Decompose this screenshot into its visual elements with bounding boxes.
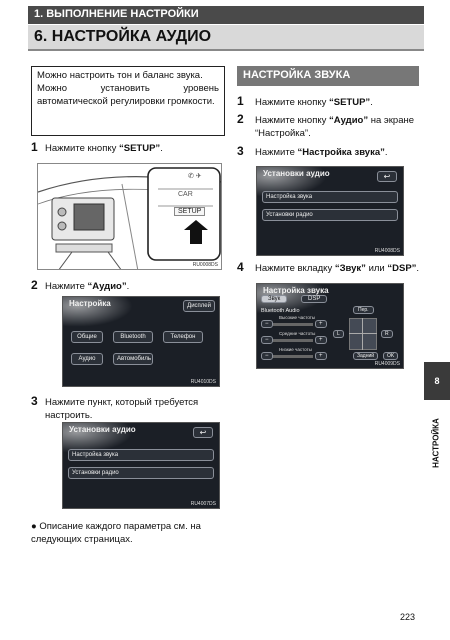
mid-minus-button[interactable]: − (261, 336, 273, 344)
audio-settings-screen-left: Установки аудио ↩ Настройка звука Устано… (62, 422, 220, 509)
ok-button[interactable]: OK (383, 352, 399, 360)
left-button[interactable]: L (333, 330, 344, 338)
balance-fader-pad[interactable] (349, 318, 377, 350)
step-1-right: 1 Нажмите кнопку “SETUP”. (237, 94, 422, 110)
bass-label: Низкие частоты (279, 347, 312, 352)
bass-plus-button[interactable]: + (315, 352, 327, 360)
bass-slider[interactable] (273, 355, 313, 358)
bullet-note: ● Описание каждого параметра см. на след… (31, 520, 227, 546)
back-icon[interactable]: ↩ (377, 171, 397, 182)
step-4-right: 4 Нажмите вкладку “Звук” или “DSP”. (237, 260, 425, 276)
note-text-2: Можно установить уровень автоматической … (37, 83, 219, 107)
step-text-line-2: настроить. (45, 410, 93, 421)
sound-settings-button[interactable]: Настройка звука (68, 449, 214, 461)
treble-label: Высокие частоты (279, 315, 316, 320)
step-2-right: 2 Нажмите кнопку “Аудио” на экране “Наст… (237, 112, 422, 142)
radio-settings-button[interactable]: Установки радио (262, 209, 398, 221)
tab-sound[interactable]: Звук (261, 295, 288, 303)
step-number: 2 (31, 278, 38, 292)
right-button[interactable]: R (381, 330, 393, 338)
step-3-right: 3 Нажмите “Настройка звука”. (237, 144, 422, 160)
tab-dsp[interactable]: DSP (301, 295, 328, 303)
step-text: Нажмите вкладку “Звук” или “DSP”. (255, 263, 420, 274)
section-header: 6. НАСТРОЙКА АУДИО (28, 25, 424, 51)
front-button[interactable]: Пер. (353, 306, 374, 314)
sound-settings-button[interactable]: Настройка звука (262, 191, 398, 203)
page-number: 223 (400, 612, 416, 622)
setup-button[interactable]: SETUP (174, 207, 206, 216)
chapter-tab: 8 (424, 362, 450, 400)
bass-minus-button[interactable]: − (261, 352, 273, 360)
step-text: Нажмите кнопку “SETUP”. (45, 143, 163, 154)
dashboard-drawing (38, 167, 221, 269)
mid-label: Средние частоты (279, 331, 316, 336)
rear-button[interactable]: Задний (353, 352, 379, 360)
step-3-left: 3 Нажмите пункт, который требуется настр… (31, 394, 227, 424)
treble-plus-button[interactable]: + (315, 320, 327, 328)
step-number: 3 (31, 394, 38, 408)
step-number: 2 (237, 112, 244, 126)
step-text: Нажмите “Настройка звука”. (255, 147, 388, 158)
bluetooth-button[interactable]: Bluetooth (113, 331, 153, 343)
step-text-line-1: Нажмите пункт, который требуется (45, 397, 199, 408)
step-text: Нажмите кнопку “SETUP”. (255, 97, 373, 108)
audio-settings-screen-right: Установки аудио ↩ Настройка звука Устано… (256, 166, 404, 256)
step-text-line-1: Нажмите кнопку “Аудио” на экране (255, 115, 415, 126)
treble-minus-button[interactable]: − (261, 320, 273, 328)
figure-caption: RU4007DS (190, 501, 216, 507)
figure-caption: RU4008DS (374, 248, 400, 254)
subsection-header: НАСТРОЙКА ЗВУКА (237, 66, 419, 86)
general-button[interactable]: Общие (71, 331, 103, 343)
note-text-1: Можно настроить тон и баланс звука. (37, 70, 203, 81)
bullet-icon: ● (31, 521, 37, 532)
section-title: 6. НАСТРОЙКА АУДИО (34, 28, 212, 45)
audio-source-label: Bluetooth Audio (261, 308, 300, 314)
back-icon[interactable]: ↩ (193, 427, 213, 438)
screen-title: Установки аудио (69, 425, 136, 434)
mid-slider[interactable] (273, 339, 313, 342)
car-button[interactable]: CAR (178, 191, 193, 198)
subsection-title: НАСТРОЙКА ЗВУКА (243, 69, 351, 81)
step-number: 4 (237, 260, 244, 274)
chapter-header: 1. ВЫПОЛНЕНИЕ НАСТРОЙКИ (28, 6, 424, 24)
display-button[interactable]: Дисплей (183, 300, 215, 312)
step-number: 3 (237, 144, 244, 158)
screen-title: Настройка (69, 299, 111, 308)
setup-screen: Настройка Дисплей Общие Bluetooth Телефо… (62, 296, 220, 387)
figure-caption: RU4010DS (190, 379, 216, 385)
step-text: Нажмите “Аудио”. (45, 281, 130, 292)
step-2-left: 2 Нажмите “Аудио”. (31, 278, 227, 294)
treble-slider[interactable] (273, 323, 313, 326)
phone-icon: ✆ ✈ (188, 173, 202, 180)
dashboard-illustration: ✆ ✈ CAR SETUP RU0008DS (37, 163, 222, 270)
vehicle-button[interactable]: Автомобиль (113, 353, 153, 365)
radio-settings-button[interactable]: Установки радио (68, 467, 214, 479)
audio-button[interactable]: Аудио (71, 353, 103, 365)
sound-settings-screen: Настройка звука Звук DSP Bluetooth Audio… (256, 283, 404, 369)
bullet-text: Описание каждого параметра см. на следую… (31, 521, 201, 545)
screen-title: Настройка звука (263, 286, 329, 295)
chapter-title: 1. ВЫПОЛНЕНИЕ НАСТРОЙКИ (34, 8, 199, 20)
note-box: Можно настроить тон и баланс звука. Можн… (31, 66, 225, 136)
phone-button[interactable]: Телефон (163, 331, 203, 343)
step-number: 1 (31, 140, 38, 154)
step-1-left: 1 Нажмите кнопку “SETUP”. (31, 140, 227, 156)
mid-plus-button[interactable]: + (315, 336, 327, 344)
chapter-side-label: НАСТРОЙКА (431, 418, 441, 468)
figure-caption: RU4009DS (374, 361, 400, 367)
screen-title: Установки аудио (263, 169, 330, 178)
step-text-line-2: “Настройка”. (255, 128, 311, 139)
figure-caption: RU0008DS (192, 262, 218, 268)
step-number: 1 (237, 94, 244, 108)
